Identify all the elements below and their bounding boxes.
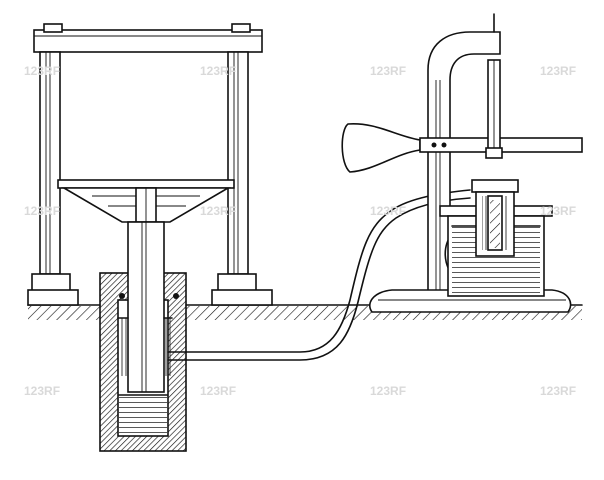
watermark-text: 123RF [200,204,236,218]
small-cylinder [471,179,519,257]
watermark-text: 123RF [24,204,60,218]
watermark-text: 123RF [200,64,236,78]
watermark-text: 123RF [370,204,406,218]
ram-plunger [117,221,173,393]
vertical-rod [485,13,503,159]
watermark-text: 123RF [540,204,576,218]
watermark-text: 123RF [540,384,576,398]
watermark-group: 123RF 123RF 123RF 123RF 123RF 123RF 123R… [24,64,576,398]
connecting-pipe [167,189,471,361]
watermark-text: 123RF [24,64,60,78]
c-frame-stand [368,31,572,313]
funnel-platform [57,179,235,223]
watermark-text: 123RF [370,384,406,398]
watermark-text: 123RF [200,384,236,398]
watermark-text: 123RF [540,64,576,78]
watermark-text: 123RF [370,64,406,78]
press-frame [27,23,273,306]
watermark-text: 123RF [24,384,60,398]
lever-beam [341,123,583,173]
